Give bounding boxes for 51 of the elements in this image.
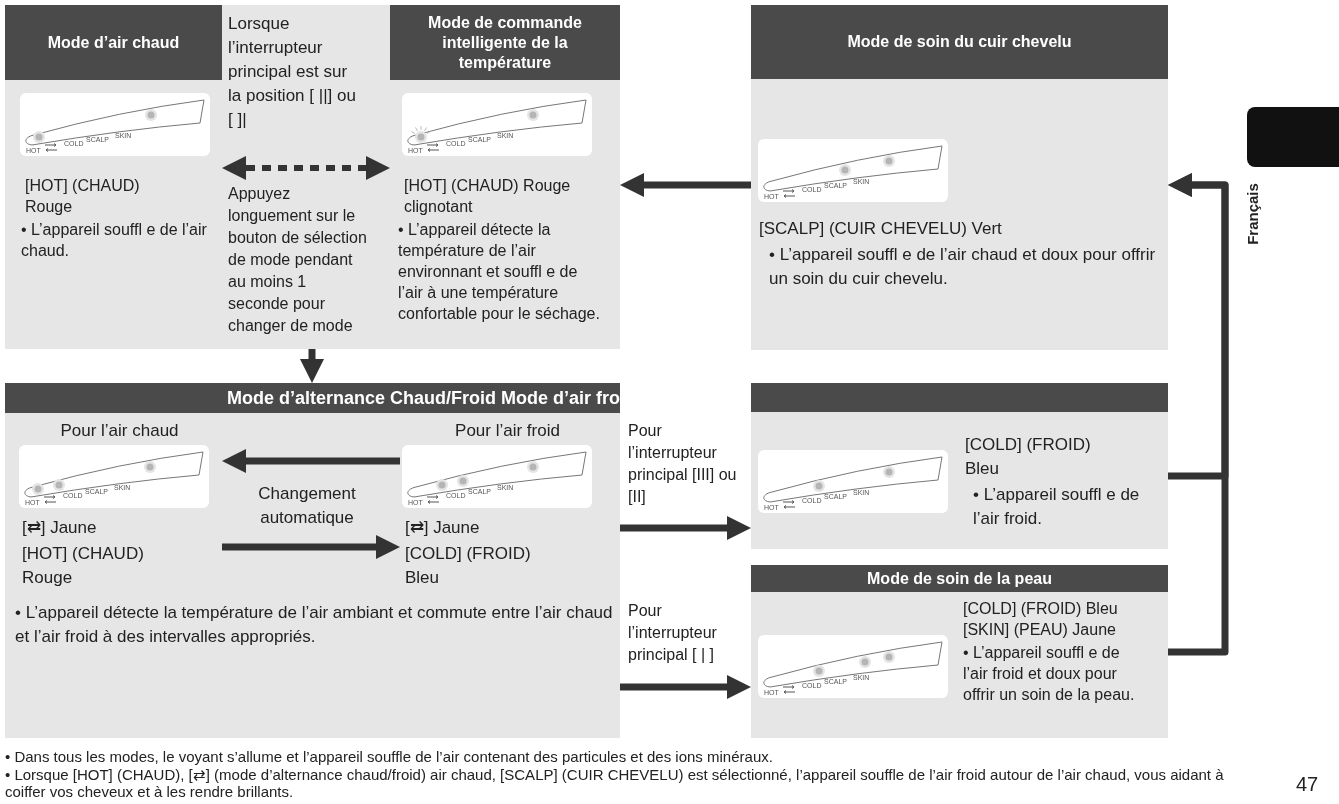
- mode-card: [751, 565, 1168, 738]
- arrow: [1168, 173, 1229, 656]
- column-heading: Pour l’air chaud: [59, 420, 180, 442]
- instruction-text: Lorsque l’interrupteur principal est sur la position [ ||] ou [ ]|: [228, 13, 357, 131]
- note-text: • Dans tous les modes, le voyant s’allume et l’appareil souffle de l’air contenant des particules et des ions minéraux.: [5, 748, 774, 765]
- status-text: [HOT] (CHAUD) Rouge: [22, 543, 145, 589]
- mode-card: [5, 383, 620, 738]
- arrow: [300, 349, 324, 383]
- indicator-panel: [20, 93, 210, 156]
- description-text: • L’appareil souffl e de l’air froid et doux pour offrir un soin de la peau.: [963, 643, 1136, 705]
- description-text: • L’appareil détecte la température de l’air ambiant et commute entre l’air chaud et l’air froid à des intervalles appropriés.: [15, 602, 614, 648]
- arrow: [222, 156, 390, 180]
- language-label: Français: [1243, 182, 1262, 247]
- indicator-panel: [402, 93, 592, 156]
- indicator-panel: [758, 450, 948, 513]
- indicator-panel: [758, 635, 948, 698]
- arrow: [620, 516, 751, 540]
- card-heading: Mode d’air chaud: [5, 5, 222, 80]
- status-text: [COLD] (FROID) Bleu: [405, 543, 532, 589]
- status-text: [COLD] (FROID) Bleu: [965, 434, 1092, 480]
- description-text: • L’appareil souffl e de l’air froid.: [973, 484, 1141, 530]
- description-text: • L’appareil souffl e de l’air chaud.: [21, 220, 208, 261]
- arrow: [620, 173, 751, 197]
- status-text: [COLD] (FROID) Bleu [SKIN] (PEAU) Jaune: [963, 599, 1119, 640]
- mode-card: [751, 383, 1168, 549]
- arrow: [620, 675, 751, 699]
- column-heading: Pour l’air froid: [454, 420, 561, 442]
- mode-card: [751, 5, 1168, 350]
- description-text: • L’appareil détecte la température de l’air environnant et souffl e de l’air à une température confortable pour le séchage.: [398, 220, 601, 324]
- section-tab: [1247, 107, 1339, 167]
- card-heading: Mode de soin du cuir chevelu: [751, 5, 1168, 79]
- panel-background: [5, 5, 620, 349]
- card-heading: Mode de commande intelligente de la température: [390, 5, 620, 80]
- card-heading: Mode d’alternance Chaud/Froid Mode d’air fro: [5, 383, 620, 413]
- note-text: • Lorsque [HOT] (CHAUD), [⇄] (mode d’alternance chaud/froid) air chaud, [SCALP] (CUIR CHEVELU) est sélectionné, l’appareil souffle de l’air froid autour de l’air chaud, vous aidant à coiffer vos cheveux et à les rendre brillants.: [5, 766, 1225, 800]
- indicator-panel: [402, 445, 592, 508]
- transition-label: Changement automatique: [257, 483, 357, 529]
- status-text: [HOT] (CHAUD) Rouge: [25, 176, 141, 217]
- status-text: [SCALP] (CUIR CHEVELU) Vert: [759, 218, 1003, 240]
- arrow: [222, 449, 400, 473]
- status-text: [⇄] Jaune: [405, 517, 481, 539]
- page-number: 47: [1296, 772, 1320, 796]
- status-text: [⇄] Jaune: [22, 517, 98, 539]
- instruction-text: Appuyez longuement sur le bouton de sélection de mode pendant au moins 1 seconde pour changer de mode: [228, 184, 368, 336]
- edge-label: Pour l’interrupteur principal [III] ou [II]: [628, 421, 738, 507]
- edge-label: Pour l’interrupteur principal [ | ]: [628, 601, 718, 665]
- status-text: [HOT] (CHAUD) Rouge clignotant: [404, 176, 572, 217]
- indicator-panel: [758, 139, 948, 202]
- indicator-panel: [19, 445, 209, 508]
- card-heading: Mode de soin de la peau: [751, 565, 1168, 592]
- description-text: • L’appareil souffl e de l’air chaud et doux pour offrir un soin du cuir chevelu.: [769, 244, 1157, 290]
